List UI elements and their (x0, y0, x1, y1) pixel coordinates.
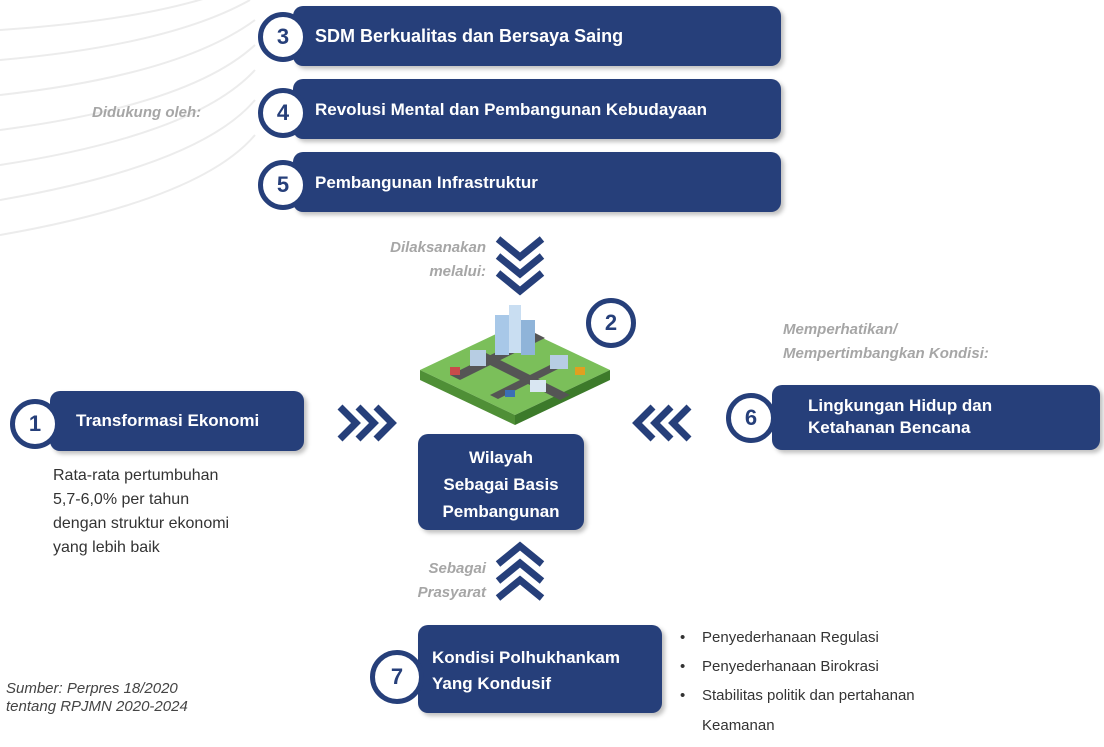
box-transformasi: Transformasi Ekonomi (50, 391, 304, 451)
box-sdm: SDM Berkualitas dan Bersaya Saing (293, 6, 781, 66)
center-label-line-2: Sebagai Basis (443, 475, 559, 494)
chevron-down-icon (495, 236, 545, 296)
prasyarat-label: Sebagai Prasyarat (417, 560, 486, 601)
memperhatikan-label: Memperhatikan/ Mempertimbangkan Kondisi: (783, 321, 989, 362)
box-revolusi-mental: Revolusi Mental dan Pembangunan Kebudaya… (293, 79, 781, 139)
city-illustration (420, 305, 610, 425)
circle-number-5: 5 (258, 160, 308, 210)
bullet-item: Penyederhanaan Regulasi (680, 623, 915, 652)
circle-number-7: 7 (370, 650, 424, 704)
bottom-bullet-list: Penyederhanaan Regulasi Penyederhanaan B… (680, 623, 915, 710)
didukung-label: Didukung oleh: (92, 104, 202, 121)
chevron-up-icon (495, 541, 545, 601)
circle-number-6: 6 (726, 393, 776, 443)
circle-number-2: 2 (586, 298, 636, 348)
box-revolusi-mental-label: Revolusi Mental dan Pembangunan Kebudaya… (315, 100, 708, 119)
source-note: Sumber: Perpres 18/2020 tentang RPJMN 20… (6, 680, 188, 715)
chevron-left-icon (632, 404, 692, 442)
box-infrastruktur-label: Pembangunan Infrastruktur (315, 173, 538, 192)
box-polhukhankam-line-1: Kondisi Polhukhankam (432, 648, 620, 667)
box-sdm-label: SDM Berkualitas dan Bersaya Saing (315, 26, 624, 46)
circle-number-3: 3 (258, 12, 308, 62)
center-label-line-1: Wilayah (468, 448, 534, 467)
box-polhukhankam-line-2: Yang Kondusif (432, 674, 551, 693)
box-lingkungan-line-1: Lingkungan Hidup dan (808, 396, 993, 415)
bullet-item: Penyederhanaan Birokrasi (680, 652, 915, 681)
center-box: Wilayah Sebagai Basis Pembangunan (418, 434, 584, 530)
left-description: Rata-rata pertumbuhan 5,7-6,0% per tahun… (53, 467, 230, 556)
box-lingkungan-line-2: Ketahanan Bencana (808, 418, 971, 437)
box-polhukhankam: Kondisi Polhukhankam Yang Kondusif (418, 625, 662, 713)
center-label-line-3: Pembangunan (442, 502, 560, 521)
bullet-continuation: Keamanan (702, 717, 775, 734)
chevron-right-icon (337, 404, 397, 442)
box-infrastruktur: Pembangunan Infrastruktur (293, 152, 781, 212)
background-arcs (0, 0, 256, 236)
circle-number-4: 4 (258, 88, 308, 138)
box-transformasi-label: Transformasi Ekonomi (76, 411, 260, 430)
bullet-item: Stabilitas politik dan pertahanan (680, 681, 915, 710)
circle-number-1: 1 (10, 399, 60, 449)
box-lingkungan-hidup: Lingkungan Hidup dan Ketahanan Bencana (772, 385, 1100, 450)
dilaksanakan-label: Dilaksanakan melalui: (390, 239, 486, 280)
